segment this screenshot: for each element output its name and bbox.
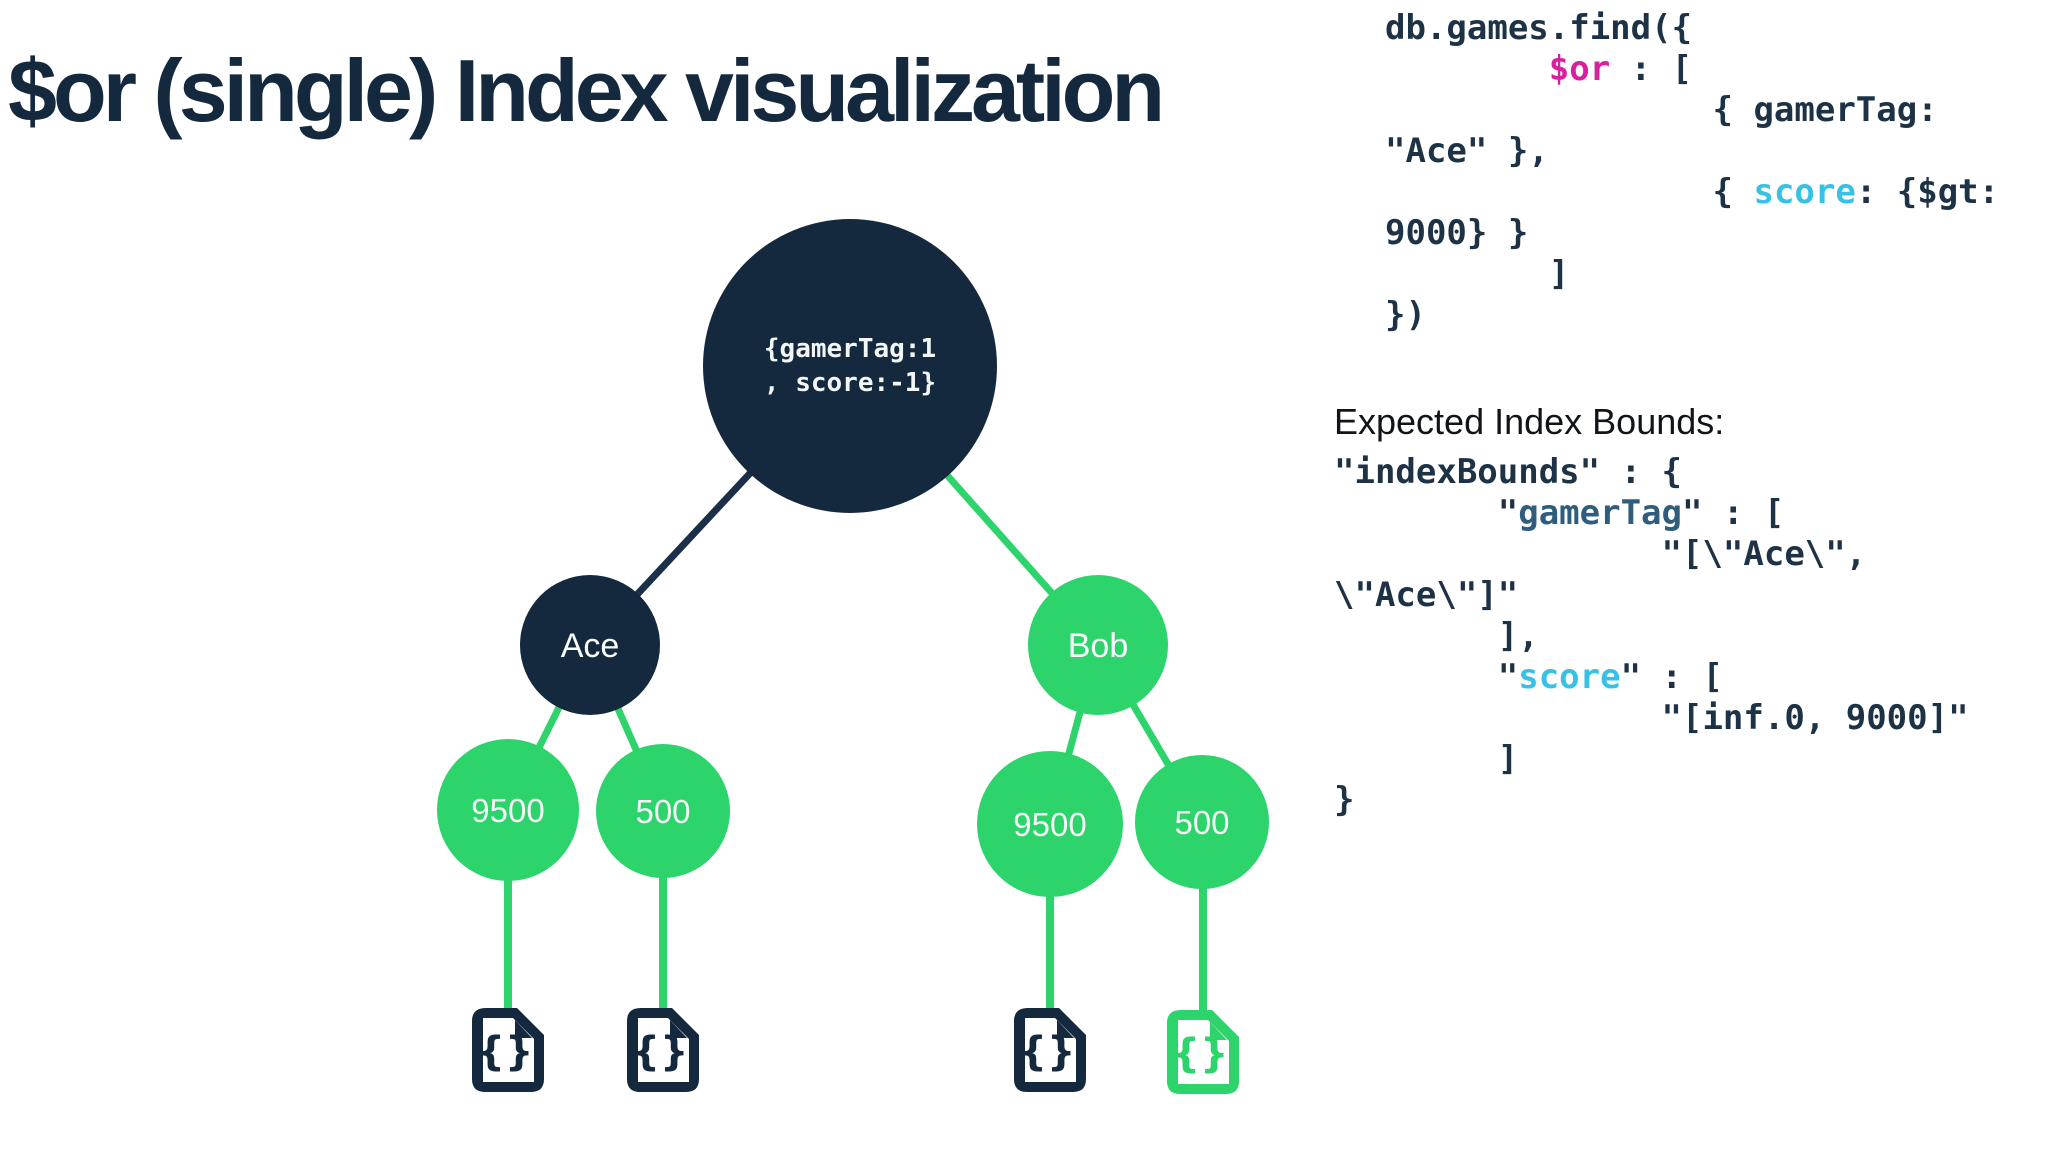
document-icon: {}	[1014, 1008, 1086, 1092]
root-node-label-line2: , score:-1}	[764, 368, 936, 398]
code-text: "[inf.0, 9000]"	[1334, 698, 1969, 738]
code-line: "[\"Ace\",	[1334, 534, 1969, 575]
code-text: : [	[1610, 49, 1693, 89]
code-text: db.games.find({	[1385, 8, 1693, 48]
node-bob	[1028, 575, 1168, 715]
score-key-token: score	[1518, 657, 1621, 697]
code-line: ],	[1334, 616, 1969, 657]
code-line: { gamerTag:	[1385, 90, 1999, 131]
code-text: : {$gt:	[1855, 172, 2000, 212]
code-line: ]	[1385, 254, 1999, 295]
code-text: "[\"Ace\",	[1334, 534, 1867, 574]
code-line: $or : [	[1385, 49, 1999, 90]
code-line: "[inf.0, 9000]"	[1334, 698, 1969, 739]
leaf-ace-9500	[437, 739, 579, 881]
code-text: "	[1334, 493, 1519, 533]
code-line: { score: {$gt:	[1385, 172, 2000, 213]
document-icon-green: {}	[1167, 1010, 1239, 1094]
root-index-node	[703, 219, 997, 513]
code-line: }	[1334, 780, 1969, 821]
code-text: \"Ace\"]"	[1334, 575, 1519, 615]
braces-glyph: {}	[632, 1029, 689, 1075]
braces-glyph: {}	[1172, 1031, 1229, 1077]
code-text: "Ace" },	[1385, 131, 1549, 171]
code-text: "indexBounds" : {	[1334, 452, 1682, 492]
code-text: ],	[1334, 616, 1539, 656]
code-text: " : [	[1682, 493, 1785, 533]
leaf-ace-9500-label: 9500	[471, 792, 544, 829]
leaf-ace-500	[596, 744, 730, 878]
code-text: })	[1385, 295, 1426, 335]
leaf-bob-9500-label: 9500	[1013, 806, 1086, 843]
root-node-label-line1: {gamerTag:1	[764, 334, 936, 364]
code-line: })	[1385, 295, 1999, 336]
index-bounds-code-block: "indexBounds" : { "gamerTag" : [ "[\"Ace…	[1334, 452, 1969, 821]
code-line: "gamerTag" : [	[1334, 493, 1969, 534]
node-ace	[520, 575, 660, 715]
leaf-ace-500-label: 500	[635, 793, 690, 830]
code-text: "	[1334, 657, 1519, 697]
code-text: " : [	[1620, 657, 1723, 697]
code-line: \"Ace\"]"	[1334, 575, 1969, 616]
document-icon: {}	[472, 1008, 544, 1092]
leaf-bob-500	[1135, 755, 1269, 889]
document-icon: {}	[627, 1008, 699, 1092]
code-line: db.games.find({	[1385, 8, 1999, 49]
query-code-block: db.games.find({ $or : [ { gamerTag: "Ace…	[1385, 8, 1999, 336]
code-text: {	[1385, 172, 1754, 212]
code-line: 9000} }	[1385, 213, 1999, 254]
leaf-bob-500-label: 500	[1174, 804, 1229, 841]
score-field-token: score	[1753, 172, 1856, 212]
code-line: "Ace" },	[1385, 131, 1999, 172]
code-text: }	[1334, 780, 1355, 820]
bounds-heading: Expected Index Bounds:	[1334, 401, 1725, 442]
code-text: 9000} }	[1385, 213, 1529, 253]
code-line: "score" : [	[1334, 657, 1969, 698]
code-line: "indexBounds" : {	[1334, 452, 1969, 493]
braces-glyph: {}	[477, 1029, 534, 1075]
code-line: ]	[1334, 739, 1969, 780]
code-text: ]	[1334, 739, 1519, 779]
gamertag-key-token: gamerTag	[1518, 493, 1682, 533]
leaf-bob-9500	[977, 751, 1123, 897]
code-text: { gamerTag:	[1385, 90, 1938, 130]
page-title: $or (single) Index visualization	[8, 41, 1165, 140]
code-text	[1385, 49, 1549, 89]
or-operator-token: $or	[1548, 49, 1611, 89]
code-text: ]	[1385, 254, 1570, 294]
node-ace-label: Ace	[561, 627, 620, 665]
node-bob-label: Bob	[1068, 627, 1129, 665]
braces-glyph: {}	[1019, 1029, 1076, 1075]
